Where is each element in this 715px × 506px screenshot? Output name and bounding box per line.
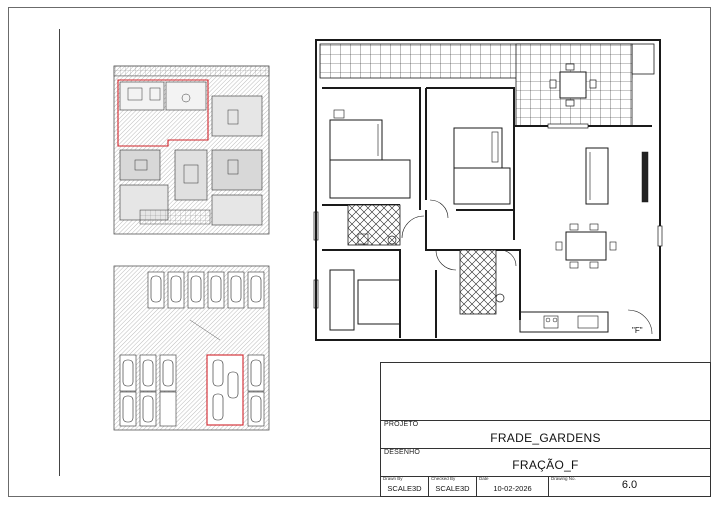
drawing-no-value: 6.0 <box>621 479 638 491</box>
date-cell: Date 10-02-2026 <box>477 476 549 496</box>
unit-tag: "F" <box>632 326 643 335</box>
title-block: PROJETO FRADE_GARDENS DESENHO FRAÇÃO_F D… <box>380 362 711 497</box>
meta-row: Drawn By SCALE3D Checked By SCALE3D Date… <box>381 476 710 496</box>
key-plan-floor <box>113 65 270 235</box>
desenho-label: DESENHO <box>384 449 421 456</box>
checked-by-label: Checked By <box>431 476 456 481</box>
desenho-value: FRAÇÃO_F <box>512 458 579 472</box>
projeto-value: FRADE_GARDENS <box>490 431 601 445</box>
drawing-no-label: Drawing No. <box>551 476 576 481</box>
key-plan-parking <box>113 265 270 431</box>
drawing-no-cell: Drawing No. 6.0 <box>549 476 710 496</box>
sheet-border <box>8 7 711 497</box>
date-label: Date <box>479 476 489 481</box>
projeto-label: PROJETO <box>384 421 419 428</box>
checked-by-value: SCALE3D <box>435 484 470 493</box>
title-block-logo-area <box>381 363 710 421</box>
checked-by-cell: Checked By SCALE3D <box>429 476 477 496</box>
binding-margin-line <box>59 29 60 476</box>
main-floor-plan <box>313 39 663 341</box>
desenho-row: DESENHO FRAÇÃO_F <box>381 448 710 477</box>
drawn-by-value: SCALE3D <box>387 484 422 493</box>
drawn-by-cell: Drawn By SCALE3D <box>381 476 429 496</box>
projeto-row: PROJETO FRADE_GARDENS <box>381 420 710 449</box>
date-value: 10-02-2026 <box>493 484 532 493</box>
drawn-by-label: Drawn By <box>383 476 403 481</box>
